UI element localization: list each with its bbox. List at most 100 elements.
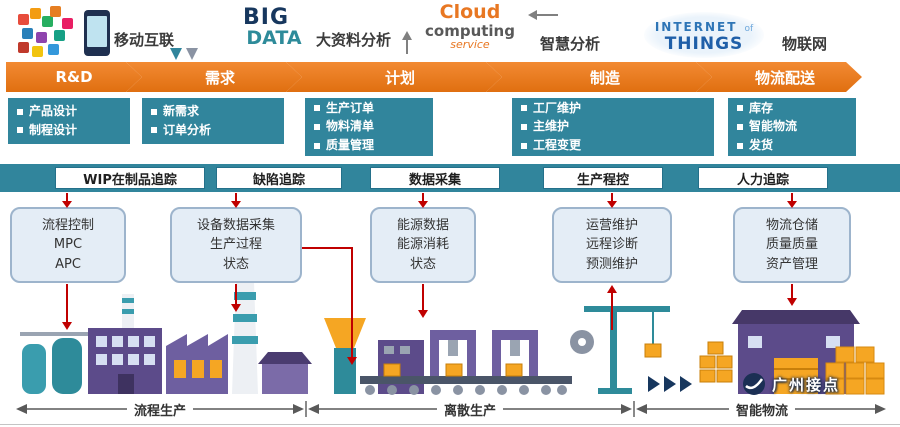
- iot-word: of: [744, 24, 754, 34]
- bullet-icon: [737, 142, 743, 149]
- crane-icon: [584, 306, 670, 394]
- detail-item: 发货: [737, 138, 847, 154]
- detail-item-label: 生产订单: [326, 100, 375, 115]
- stage-banner-label: 物流配送: [754, 68, 815, 87]
- factory-illustration: [20, 282, 885, 395]
- watermark-text: 广州接点: [772, 375, 841, 394]
- app-icon: [54, 30, 65, 41]
- detail-box-manufacture: 工厂维护 主维护 工程变更: [512, 98, 714, 156]
- cloud-word: Cloud: [439, 1, 501, 23]
- detail-box-plan: 生产订单 物料清单 质量管理: [305, 98, 433, 156]
- iot-word: INTERNET: [654, 20, 738, 34]
- function-line: 状态: [409, 256, 436, 272]
- detail-item-label: 产品设计: [29, 103, 78, 118]
- tracking-box-process-control: 生产程控: [543, 167, 663, 189]
- logistics-arrows-icon: [648, 376, 692, 392]
- detail-item: 工程变更: [521, 138, 705, 154]
- app-icon: [42, 16, 53, 27]
- detail-item-label: 制程设计: [29, 122, 78, 137]
- app-icon: [32, 46, 43, 57]
- pallet-boxes-icon: [699, 341, 733, 383]
- cloud-computing-wordcloud-icon: Cloud computing service: [405, 2, 535, 60]
- watermark: 广州接点: [742, 372, 840, 396]
- warehouse-boxes-icon: [825, 346, 885, 395]
- section-label-discrete-production: 离散生产: [436, 400, 504, 419]
- bullet-icon: [151, 108, 157, 115]
- function-line: 质量质量: [765, 237, 818, 253]
- tracking-label: 人力追踪: [736, 172, 789, 188]
- detail-item-label: 物料清单: [326, 119, 375, 134]
- detail-item-label: 主维护: [533, 119, 570, 134]
- detail-item-label: 订单分析: [163, 122, 212, 137]
- detail-box-logistics: 库存 智能物流 发货: [728, 98, 856, 156]
- detail-item: 智能物流: [737, 119, 847, 135]
- bullet-icon: [314, 105, 320, 112]
- function-line: 状态: [222, 256, 249, 272]
- app-icon: [18, 42, 29, 53]
- function-line: MPC: [53, 237, 83, 253]
- function-box-energy-data: 能源数据 能源消耗 状态: [370, 207, 476, 283]
- function-box-operations: 运营维护 远程诊断 预测维护: [552, 207, 672, 283]
- detail-box-demand: 新需求 订单分析: [142, 98, 284, 144]
- function-line: APC: [55, 256, 81, 272]
- function-line: 生产过程: [209, 237, 262, 253]
- bullet-icon: [521, 105, 527, 112]
- sawtooth-plant-icon: [166, 334, 228, 394]
- function-line: 远程诊断: [585, 237, 638, 253]
- detail-item: 新需求: [151, 104, 275, 120]
- factory-building-icon: [88, 294, 162, 394]
- bullet-icon: [151, 127, 157, 134]
- bullet-icon: [17, 108, 23, 115]
- detail-item-label: 库存: [749, 100, 774, 115]
- app-icon: [50, 6, 61, 17]
- conveyor-icon: [360, 363, 572, 395]
- chimney-icon: [232, 282, 258, 394]
- storage-tanks-icon: [20, 332, 92, 394]
- function-box-equipment-data: 设备数据采集 生产过程 状态: [170, 207, 302, 283]
- detail-item-label: 发货: [749, 137, 774, 152]
- detail-item-label: 新需求: [163, 103, 200, 118]
- tracking-label: 数据采集: [408, 172, 461, 188]
- app-icon: [30, 8, 41, 19]
- stage-banner-plan: 计划: [286, 62, 502, 92]
- bigdata-word: DATA: [246, 27, 302, 50]
- function-line: 运营维护: [585, 217, 638, 233]
- press-machines-icon: [430, 330, 538, 376]
- big-data-wordcloud-icon: BIG DATA: [216, 6, 316, 58]
- detail-item: 订单分析: [151, 123, 275, 139]
- detail-box-rd: 产品设计 制程设计: [8, 98, 130, 144]
- app-icon: [36, 32, 47, 43]
- detail-item: 生产订单: [314, 101, 424, 117]
- tracking-box-wip: WIP在制品追踪: [55, 167, 205, 189]
- detail-item: 质量管理: [314, 138, 424, 154]
- detail-item-label: 智能物流: [749, 119, 798, 134]
- function-line: 能源消耗: [396, 237, 449, 253]
- bullet-icon: [521, 142, 527, 149]
- label-big-data-analysis: 大资料分析: [316, 31, 392, 49]
- detail-item-label: 质量管理: [326, 137, 375, 152]
- label-mobile-internet: 移动互联: [114, 31, 175, 49]
- stage-banner-label: 需求: [204, 68, 235, 87]
- tracking-label: 缺陷追踪: [252, 172, 305, 188]
- stage-banner-label: 制造: [589, 68, 620, 87]
- bullet-icon: [737, 124, 743, 130]
- detail-item: 主维护: [521, 119, 705, 135]
- bottom-divider: [0, 424, 900, 425]
- smartphone-icon: [84, 10, 110, 56]
- detail-item: 工厂维护: [521, 101, 705, 117]
- function-line: 流程控制: [41, 217, 94, 233]
- function-line: 物流仓储: [765, 217, 818, 233]
- tracking-box-manpower: 人力追踪: [698, 167, 828, 189]
- app-icon: [22, 28, 33, 39]
- cloud-word: computing: [425, 21, 515, 40]
- bullet-icon: [314, 124, 320, 130]
- stage-banner-demand: 需求: [126, 62, 302, 92]
- function-line: 能源数据: [396, 217, 449, 233]
- app-icon: [62, 18, 73, 29]
- bullet-icon: [17, 127, 23, 134]
- function-line: 资产管理: [765, 256, 818, 272]
- detail-item-label: 工厂维护: [533, 100, 582, 115]
- function-box-process-control: 流程控制 MPC APC: [10, 207, 126, 283]
- iot-word: THINGS: [664, 34, 744, 55]
